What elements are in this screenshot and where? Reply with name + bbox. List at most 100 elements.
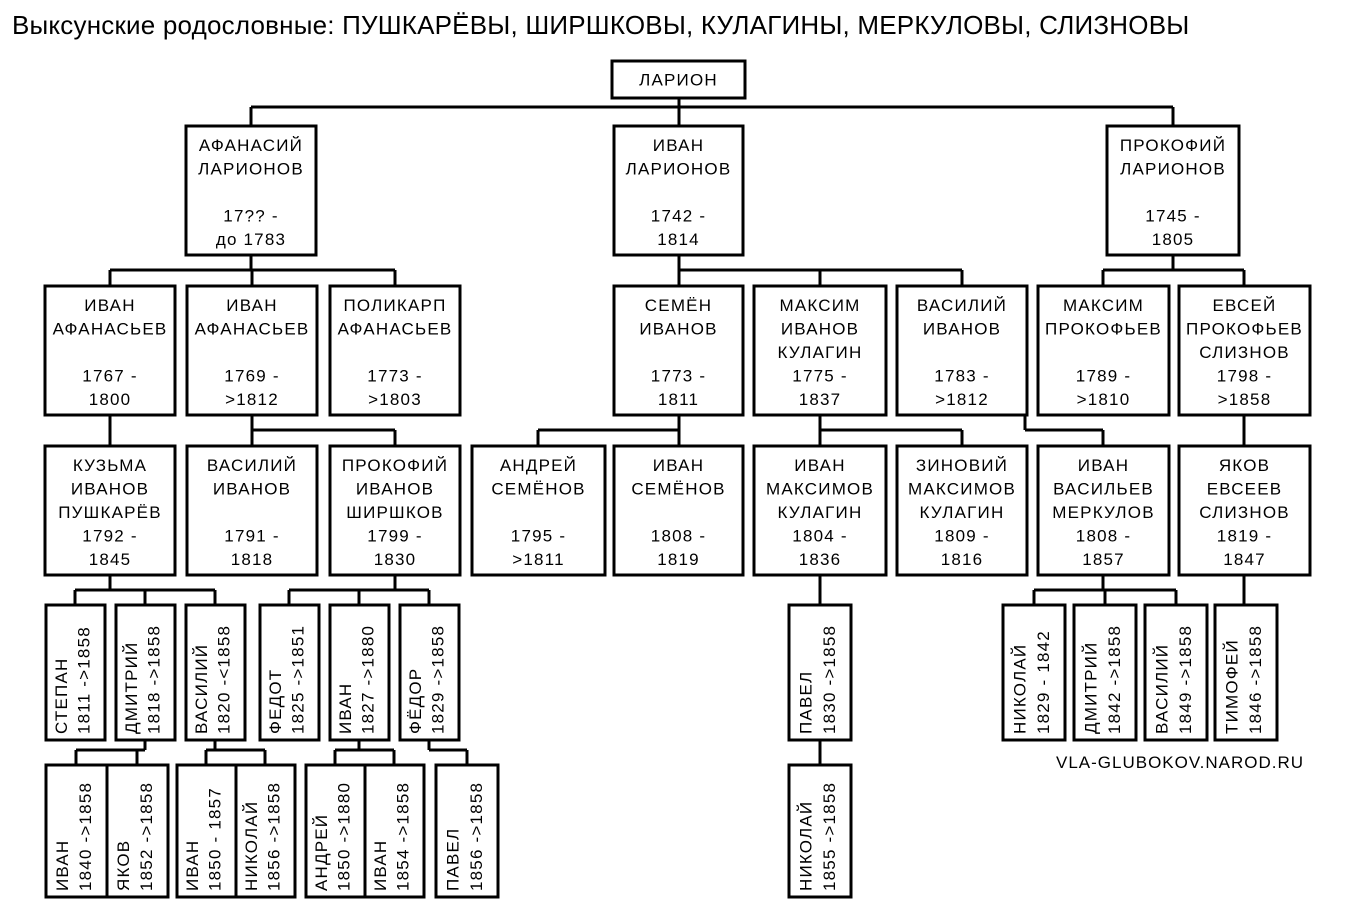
person-text-line: АНДРЕЙ <box>312 814 331 891</box>
person-box-frame <box>105 763 170 899</box>
person-text-line: 1847 <box>1223 550 1266 569</box>
person-text-line: 1855 ->1858 <box>820 782 839 891</box>
person-text-line: 1825 ->1851 <box>289 625 308 734</box>
person-text-line: 1783 - <box>934 367 989 386</box>
person-text-line: 1795 - <box>511 527 566 546</box>
person-text-line: ЕВСЕЕВ <box>1207 480 1283 499</box>
person-text-line: НИКОЛАЙ <box>242 801 261 891</box>
person-text-line: >1812 <box>935 390 989 409</box>
person-text-line: ПАВЕЛ <box>796 671 815 734</box>
person-text-line: СЕМЁН <box>645 296 712 315</box>
person-text-line: 1742 - <box>651 207 706 226</box>
person-text-line: 1856 ->1858 <box>265 782 284 891</box>
person-text-line: 1830 <box>374 550 417 569</box>
person-text-line: до 1783 <box>216 230 286 249</box>
person-text-line: 1767 - <box>82 367 137 386</box>
person-text-line: 1808 - <box>1076 527 1131 546</box>
person-box-frame <box>610 59 747 100</box>
person-text-line: ЛАРИОНОВ <box>626 160 732 179</box>
person-text-line: ТИМОФЕЙ <box>1222 639 1241 734</box>
person-text-line: 1845 <box>89 550 132 569</box>
person-text-line: ИВАН <box>1078 456 1129 475</box>
person-text-line: 1798 - <box>1217 367 1272 386</box>
person-text-line: 1811 ->1858 <box>75 626 94 734</box>
person-text-line: ИВАН <box>653 456 704 475</box>
person-box-frame <box>175 763 238 899</box>
person-text-line: 1850 ->1880 <box>335 782 354 891</box>
person-text-line: ВАСИЛИЙ <box>917 296 1007 315</box>
person-text-line: ИВАНОВ <box>781 320 859 339</box>
person-text-line: СЕМЁНОВ <box>631 480 725 499</box>
person-text-line: ФЕДОТ <box>266 669 285 734</box>
person-text-line: ИВАНОВ <box>923 320 1001 339</box>
person-text-line: ИВАН <box>53 840 72 891</box>
person-text-line: 1852 ->1858 <box>137 782 156 891</box>
person-box-frame <box>328 284 462 417</box>
person-text-line: ИВАНОВ <box>356 480 434 499</box>
person-text-line: ИВАНОВ <box>213 480 291 499</box>
person-box-frame <box>895 284 1029 417</box>
person-box-frame <box>184 124 318 257</box>
person-box-frame <box>612 124 745 257</box>
person-text-line: НИКОЛАЙ <box>1010 644 1029 734</box>
source-caption: VLA-GLUBOKOV.NAROD.RU <box>1056 753 1305 772</box>
person-text-line: 1840 ->1858 <box>76 782 95 891</box>
person-text-line: 1789 - <box>1076 367 1131 386</box>
person-box-frame <box>434 763 500 899</box>
person-text-line: СЛИЗНОВ <box>1199 343 1290 362</box>
person-text-line: ШИРШКОВ <box>346 503 443 522</box>
person-text-line: 1837 <box>799 390 842 409</box>
person-text-line: 1745 - <box>1145 207 1200 226</box>
person-text-line: ВАСИЛЬЕВ <box>1053 480 1154 499</box>
person-box-frame <box>304 763 367 899</box>
person-text-line: 17?? - <box>223 207 278 226</box>
person-text-line: 1773 - <box>367 367 422 386</box>
person-text-line: >1811 <box>512 550 564 569</box>
person-text-line: 1775 - <box>792 367 847 386</box>
person-text-line: ВАСИЛИЙ <box>207 456 297 475</box>
person-text-line: ПРОКОФЬЕВ <box>1045 320 1162 339</box>
person-text-line: 1857 <box>1082 550 1125 569</box>
person-text-line: 1814 <box>657 230 700 249</box>
person-text-line: >1812 <box>225 390 279 409</box>
person-box-frame <box>1036 444 1171 577</box>
person-text-line: 1827 ->1880 <box>359 625 378 734</box>
person-text-line: МАКСИМОВ <box>908 480 1016 499</box>
person-text-line: АНДРЕЙ <box>500 456 577 475</box>
person-text-line: ЯКОВ <box>1219 456 1270 475</box>
person-text-line: МАКСИМ <box>779 296 860 315</box>
person-text-line: 1811 <box>658 390 699 409</box>
person-text-line: 1805 <box>1152 230 1195 249</box>
person-text-line: ИВАН <box>371 840 390 891</box>
person-text-line: ЗИНОВИЙ <box>916 456 1008 475</box>
person-text-line: КУЛАГИН <box>920 503 1005 522</box>
person-box-frame <box>328 444 462 577</box>
person-box-frame <box>1036 284 1171 417</box>
person-text-line: ИВАНОВ <box>71 480 149 499</box>
person-text-line: 1804 - <box>792 527 847 546</box>
person-text-line: ФЁДОР <box>406 668 425 734</box>
person-text-line: 1819 - <box>1217 527 1272 546</box>
person-box-frame <box>752 284 888 417</box>
person-box-frame <box>787 603 853 742</box>
